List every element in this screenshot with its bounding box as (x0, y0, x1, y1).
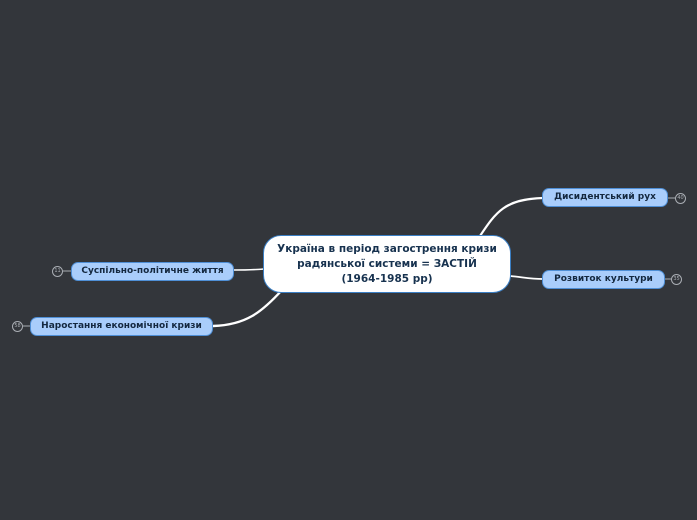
central-topic-line-1: Україна в період загострення кризи (277, 242, 497, 255)
topic-dissident-movement[interactable]: Дисидентський рух (542, 188, 668, 207)
topic-economic-crisis-label: Наростання економічної кризи (41, 321, 202, 331)
collapsed-count-badge-culture[interactable]: 35 (671, 274, 682, 285)
central-topic[interactable]: Україна в період загострення кризи радян… (263, 235, 511, 293)
link-social (233, 268, 265, 271)
link-dissident (478, 196, 545, 238)
topic-dissident-movement-label: Дисидентський рух (554, 192, 656, 202)
topic-social-political-life[interactable]: Суспільно-політичне життя (71, 262, 234, 281)
link-culture (509, 275, 544, 280)
link-economy (211, 288, 284, 328)
central-topic-line-2: радянської системи = ЗАСТІЙ (297, 257, 477, 270)
collapsed-count-badge-dissident[interactable]: 40 (675, 193, 686, 204)
topic-culture-development-label: Розвиток культури (554, 274, 653, 284)
collapsed-count-badge-social[interactable]: 11 (52, 266, 63, 277)
topic-social-political-life-label: Суспільно-політичне життя (81, 266, 224, 276)
collapsed-count-badge-economy[interactable]: 58 (12, 321, 23, 332)
central-topic-line-3: (1964-1985 рр) (341, 272, 433, 285)
topic-culture-development[interactable]: Розвиток культури (542, 270, 665, 289)
topic-economic-crisis[interactable]: Наростання економічної кризи (30, 317, 213, 336)
